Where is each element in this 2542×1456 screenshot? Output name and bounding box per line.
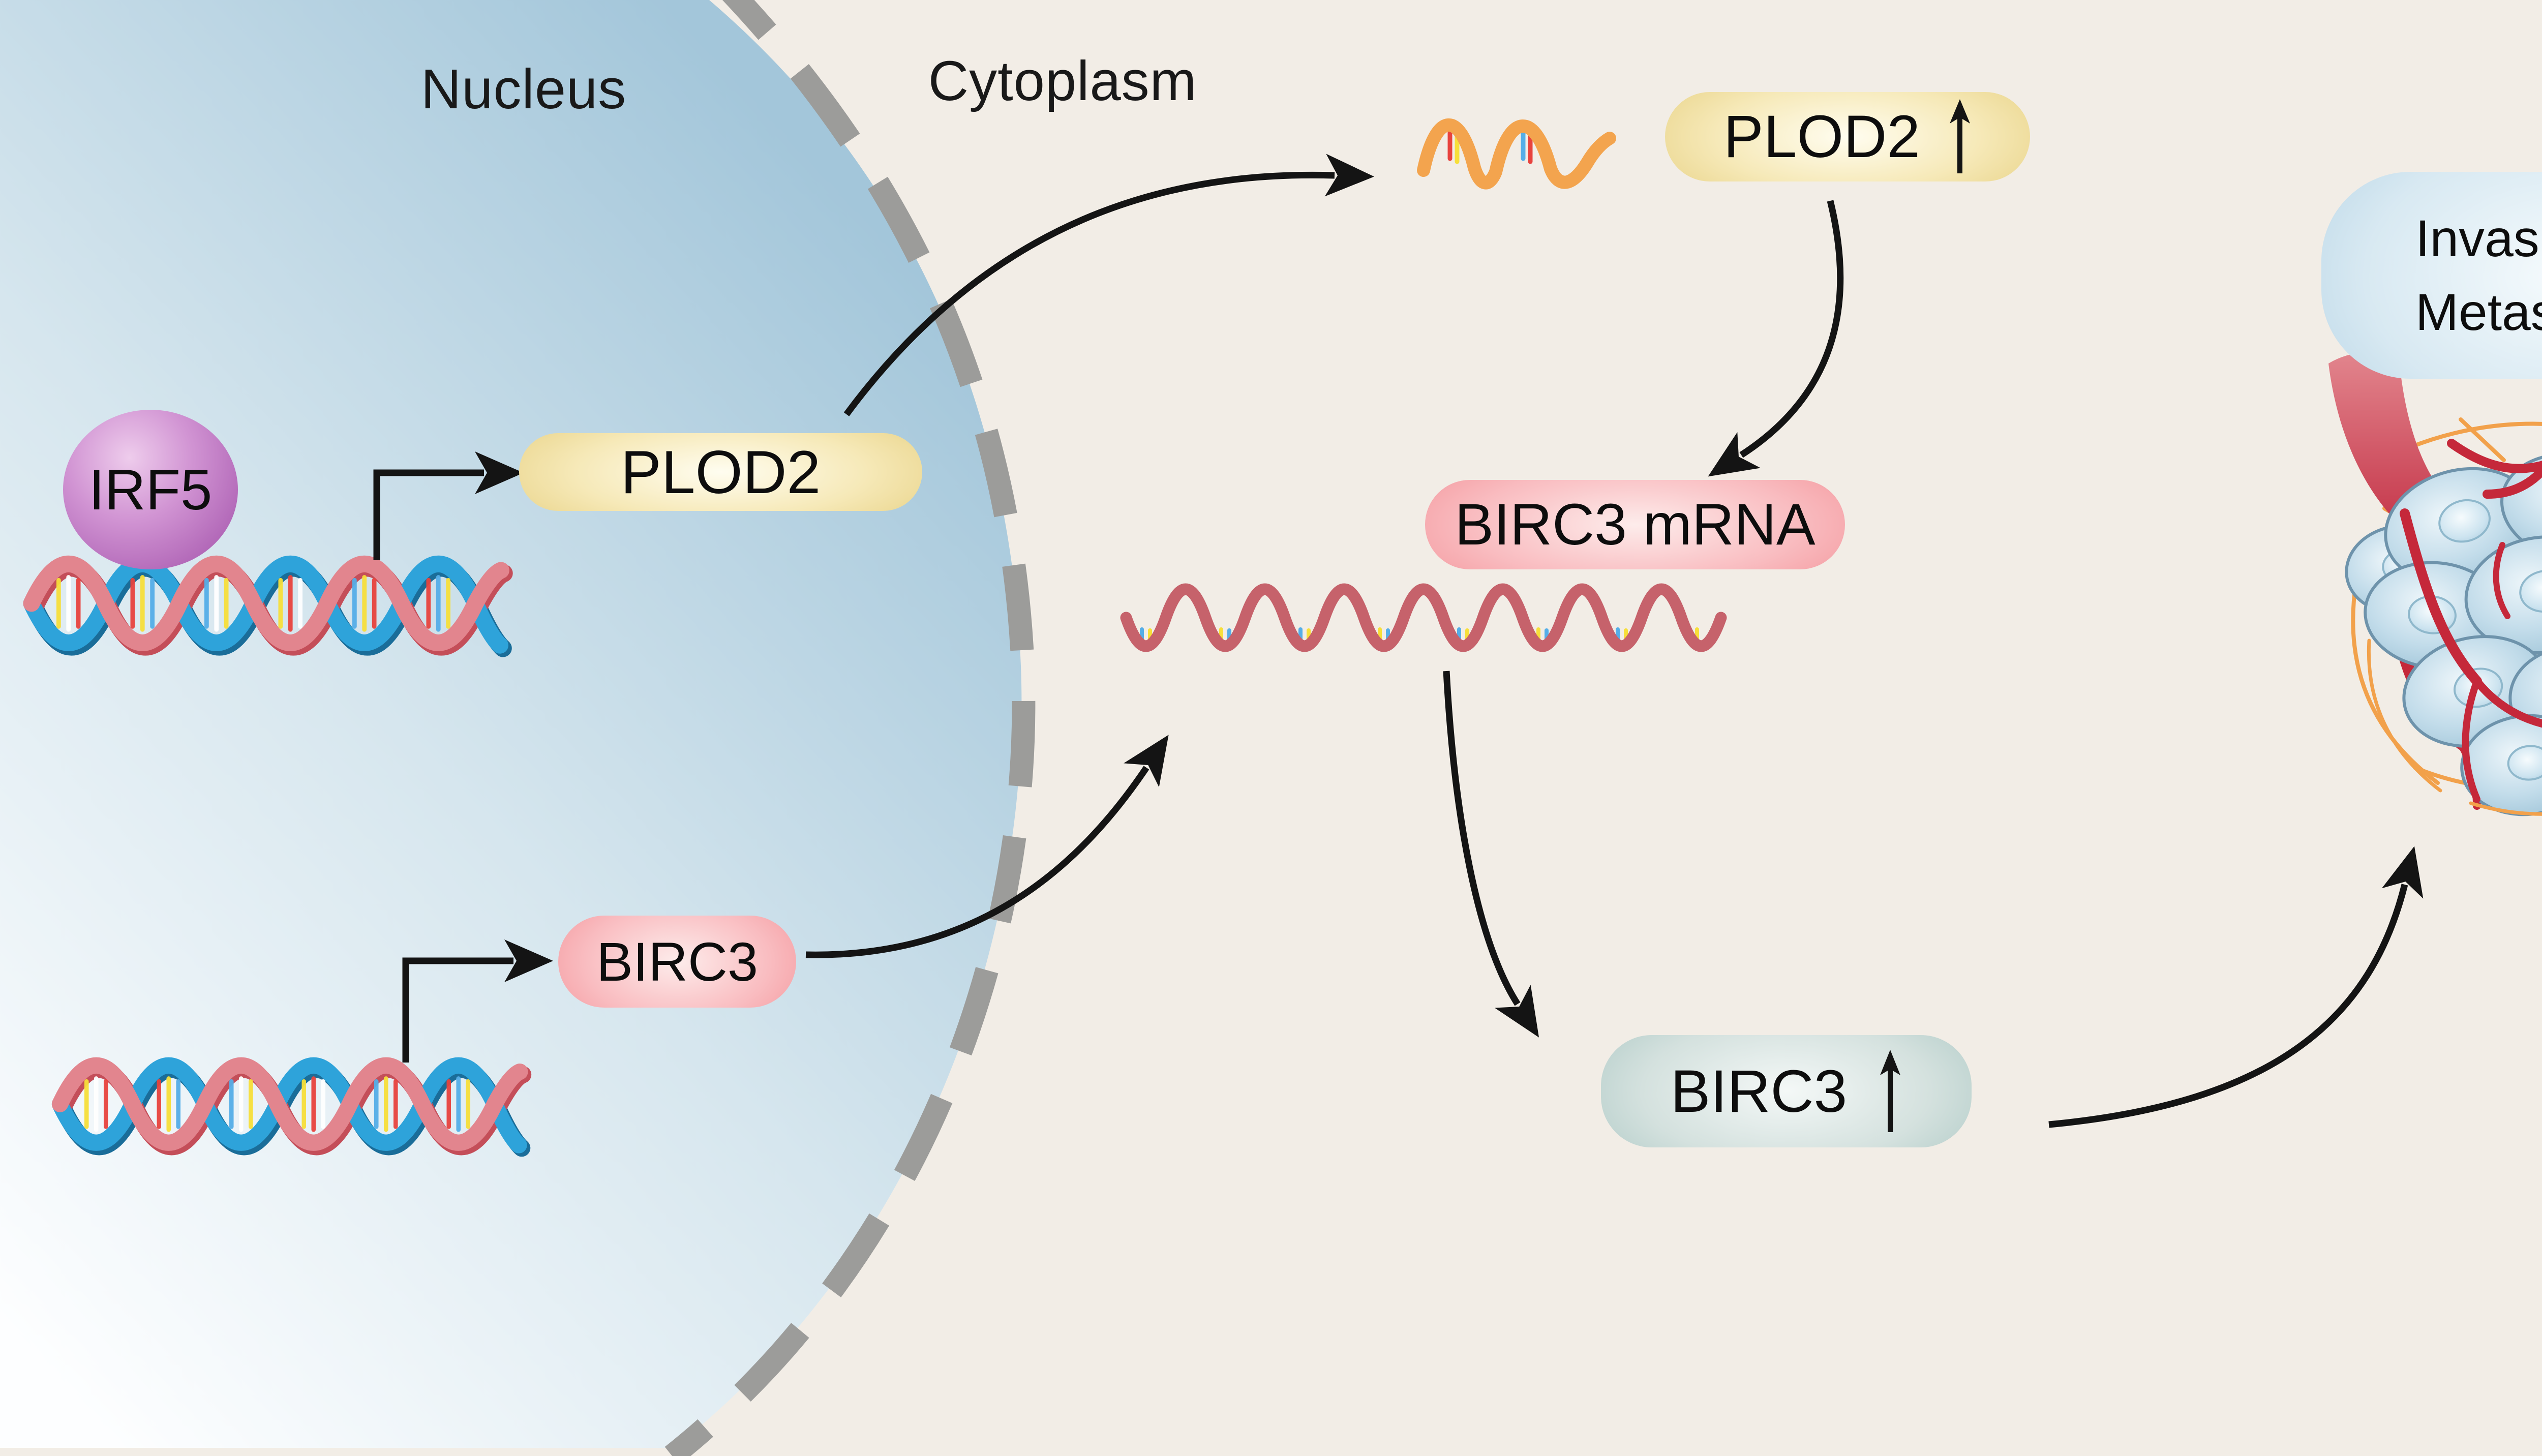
nuclear-membrane-dashed: [664, 0, 1036, 1456]
nuclear-export-arrow-birc3: [805, 735, 1169, 958]
tumor-illustration: [2328, 352, 2542, 816]
nucleus-label: Nucleus: [420, 58, 627, 120]
birc3-mrna-label: BIRC3 mRNA: [1455, 492, 1815, 557]
plod2-gene-label: PLOD2: [620, 438, 821, 506]
up-arrow-icon: [1949, 99, 1970, 173]
up-arrow-icon: [1880, 1049, 1901, 1132]
birc3-protein-pill: BIRC3: [1601, 1035, 1972, 1147]
transcription-arrow-birc3: [402, 939, 553, 1063]
birc3-gene-label: BIRC3: [596, 931, 759, 992]
plod2-protein-pill: PLOD2: [1665, 92, 2030, 181]
irf5-protein-badge: IRF5: [63, 410, 238, 569]
outcome-line1-label: Invasion: [2415, 209, 2542, 267]
mrna-strand-red-icon: [1120, 583, 1727, 652]
nuclear-export-arrow-plod2: [843, 154, 1374, 416]
birc3-gene-pill: BIRC3: [558, 916, 796, 1008]
plod2-protein-label: PLOD2: [1723, 103, 1920, 170]
birc3-protein-label: BIRC3: [1670, 1057, 1848, 1125]
nucleus-region-shape: [0, 0, 1022, 1448]
irf5-label: IRF5: [88, 458, 213, 522]
translation-arrow-mrna-to-birc3: [1443, 671, 1539, 1038]
birc3-mrna-pill: BIRC3 mRNA: [1425, 480, 1845, 569]
regulation-arrow-plod2-to-birc3-mrna: [1708, 200, 1844, 477]
promotion-arrow-to-tumor: [2048, 846, 2424, 1128]
mrna-strand-orange-icon: [1417, 118, 1616, 190]
invasion-metastasis-pill: Invasion Metastasis: [2321, 172, 2542, 379]
transcription-arrow-plod2: [373, 451, 524, 560]
outcome-line2-label: Metastasis: [2415, 283, 2542, 341]
plod2-gene-pill: PLOD2: [519, 433, 922, 511]
cytoplasm-label: Cytoplasm: [928, 50, 1197, 112]
